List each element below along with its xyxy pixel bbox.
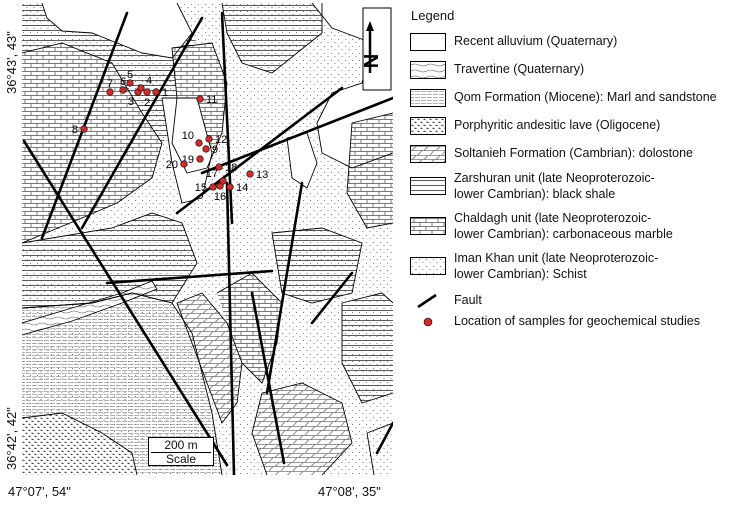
sample-point-14 (226, 183, 234, 191)
unit-chaldagh-marble-east (347, 113, 393, 228)
sample-point-11 (196, 95, 204, 103)
scale-line (151, 452, 211, 453)
sample-point-12 (205, 135, 213, 143)
sample-point-5 (126, 79, 134, 87)
sample-label-5: 5 (127, 69, 133, 81)
sample-label-1: 1 (162, 87, 168, 99)
sample-label-6: 6 (120, 76, 126, 88)
faults (22, 11, 393, 475)
north-letter: N (361, 54, 383, 68)
sample-point-7 (106, 88, 114, 96)
sample-point-2 (143, 88, 151, 96)
swatch-horizontal-lines (410, 177, 446, 195)
latitude-bottom-label: 36°42', 42" (4, 407, 19, 470)
sample-label-20: 20 (166, 159, 178, 171)
sample-point-4 (137, 84, 145, 92)
sample-label-3: 3 (128, 96, 134, 108)
scale-bar: 200 m Scale (148, 437, 214, 466)
sample-point-18 (215, 163, 223, 171)
unit-soltanieh-dolostone-se (252, 383, 352, 475)
legend-title: Legend (411, 8, 455, 23)
swatch-stipple (410, 257, 446, 275)
sample-label-9: 9 (212, 144, 218, 156)
sample-point-19 (196, 155, 204, 163)
swatch-diagonal-brick (410, 145, 446, 163)
unit-andesite (22, 413, 137, 475)
latitude-top-label: 36°43', 43" (4, 31, 19, 94)
unit-zarshuran-shale-se (272, 228, 362, 303)
legend-label: Iman Khan unit (late Neoproterozoic- (454, 251, 659, 265)
fault-symbol (417, 293, 437, 309)
sample-label-8: 8 (72, 124, 78, 136)
unit-alluvium-pocket (287, 133, 317, 188)
sample-label-10: 10 (182, 130, 194, 142)
sample-point-20 (180, 160, 188, 168)
swatch-blank (410, 33, 446, 51)
legend-label: Qom Formation (Miocene): Marl and sandst… (454, 90, 717, 104)
swatch-coarse-dots (410, 117, 446, 135)
sample-point-13 (246, 170, 254, 178)
sample-point-8 (80, 125, 88, 133)
sample-label-11: 11 (206, 94, 217, 106)
sample-point-17 (219, 177, 227, 185)
legend-label: Travertine (Quaternary) (454, 62, 585, 76)
swatch-fine-horizontal (410, 89, 446, 107)
scale-distance: 200 m (164, 438, 198, 452)
legend-label: Porphyritic andesitic lave (Oligocene) (454, 118, 661, 132)
legend-label-line2: lower Cambrian): black shale (454, 187, 616, 201)
legend-label: Location of samples for geochemical stud… (454, 314, 700, 328)
unit-zarshuran-shale-ne (222, 3, 322, 73)
unit-travertine (22, 281, 157, 335)
legend-label-line2: lower Cambrian): carbonaceous marble (454, 227, 673, 241)
legend-label: Zarshuran unit (late Neoproterozoic- (454, 171, 655, 185)
scale-caption: Scale (165, 452, 197, 466)
legend-label: Fault (454, 293, 482, 307)
unit-alluvium-north (42, 3, 192, 58)
sample-label-16: 16 (214, 191, 226, 203)
sample-label-14: 14 (236, 182, 248, 194)
sample-point-9 (202, 145, 210, 153)
sample-point-15 (209, 183, 217, 191)
sample-label-7: 7 (107, 78, 113, 90)
legend-label-line2: lower Cambrian): Schist (454, 267, 587, 281)
unit-boundaries (22, 3, 393, 475)
sample-point-6 (119, 86, 127, 94)
unit-zarshuran-shale-far-se (342, 293, 393, 403)
sample-label-15: 15 (195, 182, 207, 194)
legend-label: Chaldagh unit (late Neoproterozoic- (454, 211, 652, 225)
sample-point-1 (152, 88, 160, 96)
sample-label-17: 17 (206, 168, 218, 180)
unit-soltanieh-dolostone (177, 293, 242, 423)
sample-label-18: 18 (225, 162, 237, 174)
unit-chaldagh-marble-south (217, 273, 282, 383)
sample-label-2: 2 (144, 97, 150, 109)
legend-label: Recent alluvium (Quaternary) (454, 34, 618, 48)
north-arrow: N (361, 7, 392, 91)
sample-label-4: 4 (146, 75, 152, 87)
swatch-brick (410, 217, 446, 235)
sample-label-13: 13 (256, 169, 268, 181)
swatch-wavy (410, 61, 446, 79)
sample-label-12: 12 (215, 134, 227, 146)
sample-point-10 (195, 139, 203, 147)
longitude-left-label: 47°07', 54" (8, 484, 71, 499)
sample-symbol (423, 317, 433, 327)
legend-label: Soltanieh Formation (Cambrian): doloston… (454, 146, 694, 160)
longitude-right-label: 47°08', 35" (318, 484, 381, 499)
